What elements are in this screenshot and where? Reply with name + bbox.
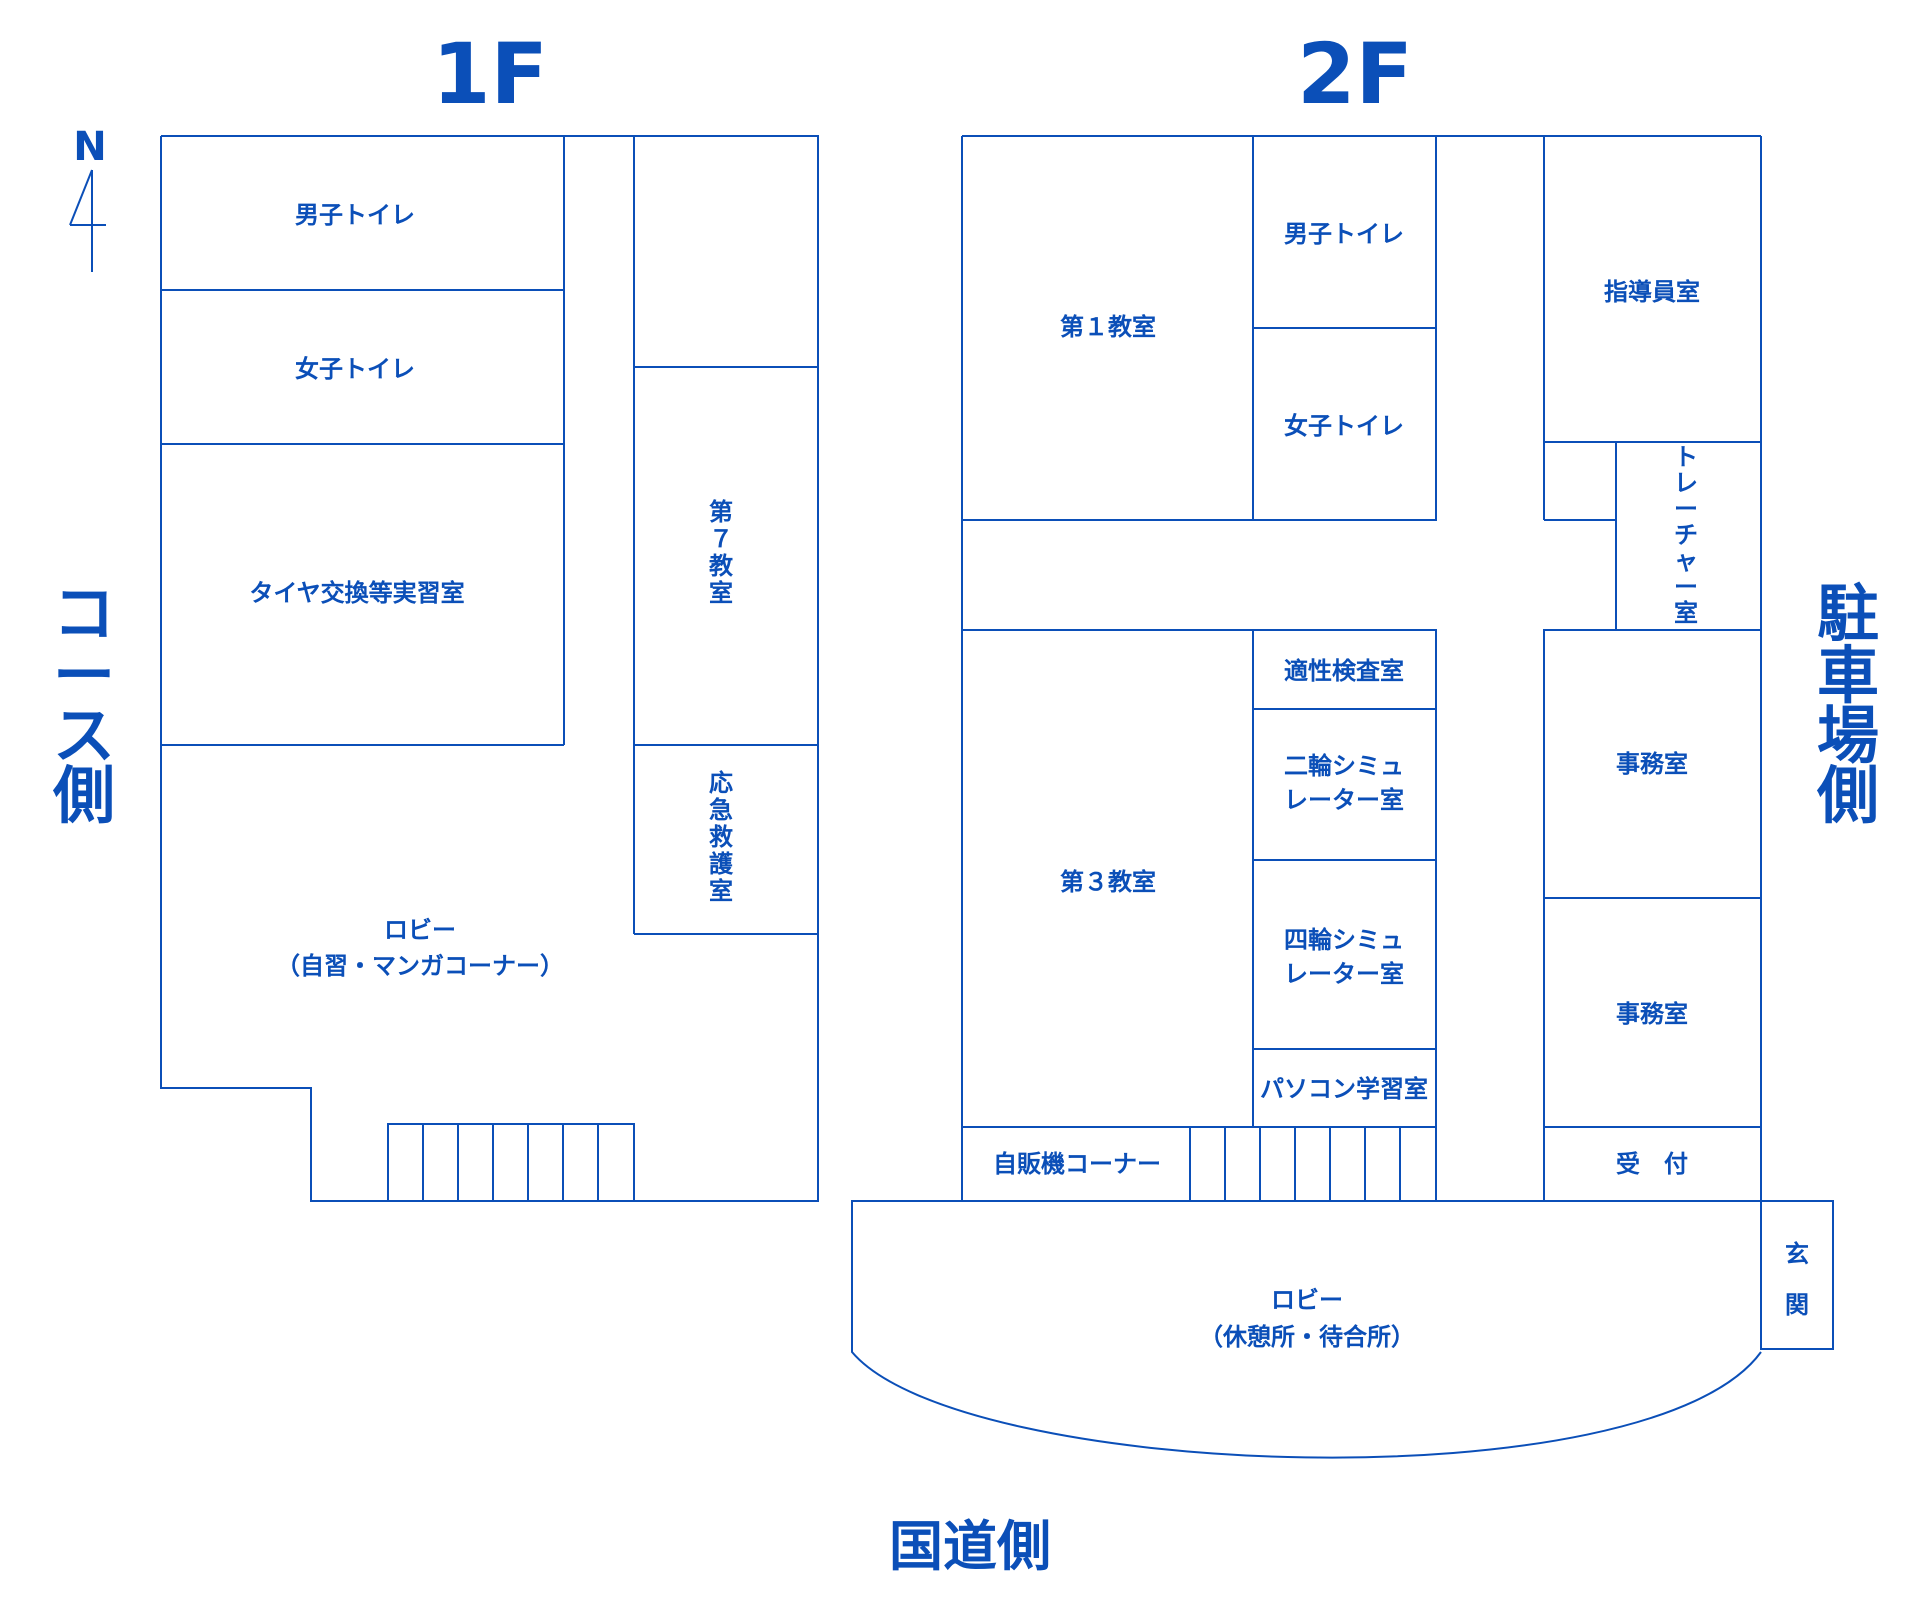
svg-text:側: 側 bbox=[52, 759, 115, 832]
room-1f-lobby: ロビー bbox=[384, 916, 456, 944]
north-label: N bbox=[73, 124, 106, 170]
svg-text:側: 側 bbox=[1816, 759, 1879, 832]
svg-text:護: 護 bbox=[709, 850, 734, 878]
course-side-source: コース側 bbox=[82, 878, 86, 881]
stairs-1f bbox=[387, 1123, 635, 1201]
room-2f-mens-toilet: 男子トイレ bbox=[1284, 220, 1404, 248]
room-2f-reception: 受 付 bbox=[1616, 1150, 1688, 1178]
room-1f-classroom-7-source: 第７教室 bbox=[721, 618, 725, 621]
svg-text:駐: 駐 bbox=[1817, 577, 1879, 650]
room-2f-classroom-1: 第１教室 bbox=[1060, 313, 1156, 341]
room-2f-entrance-source: 玄関 bbox=[1797, 1328, 1799, 1331]
svg-text:室: 室 bbox=[1674, 599, 1698, 627]
svg-text:ト: ト bbox=[1674, 443, 1698, 471]
svg-text:ー: ー bbox=[1674, 573, 1698, 601]
room-1f-first-aid: 応 急 救 護 室 bbox=[709, 769, 734, 905]
room-1f-classroom-7: 第 ７ 教 室 bbox=[709, 498, 734, 607]
room-2f-classroom-3: 第３教室 bbox=[1060, 868, 1156, 896]
room-2f-trailer: ト レ ー チ ャ ー 室 bbox=[1674, 443, 1698, 627]
room-2f-car-sim-line2: レーター室 bbox=[1284, 960, 1404, 988]
stairs-2f bbox=[1224, 1127, 1401, 1201]
svg-text:車: 車 bbox=[1817, 639, 1879, 712]
svg-text:コ: コ bbox=[53, 577, 115, 650]
room-2f-moto-sim-line2: レーター室 bbox=[1284, 786, 1404, 814]
room-2f-vending: 自販機コーナー bbox=[993, 1150, 1161, 1178]
svg-text:教: 教 bbox=[709, 552, 734, 580]
room-2f-pc-room: パソコン学習室 bbox=[1260, 1075, 1428, 1103]
svg-text:７: ７ bbox=[709, 525, 733, 553]
room-2f-office-2: 事務室 bbox=[1616, 1000, 1688, 1028]
course-side-label: コ ー ス 側 bbox=[52, 577, 115, 832]
svg-text:ス: ス bbox=[53, 699, 115, 772]
north-arrow: N bbox=[69, 124, 107, 272]
north-arrow-icon bbox=[69, 169, 106, 272]
floor-title-1f: 1F bbox=[432, 25, 548, 123]
room-2f-lobby: ロビー bbox=[1271, 1286, 1343, 1314]
svg-text:救: 救 bbox=[709, 823, 733, 851]
room-1f-lobby-note: （自習・マンガコーナー） bbox=[276, 952, 564, 980]
parking-side-label: 駐 車 場 側 bbox=[1816, 577, 1879, 832]
room-2f-moto-sim-line1: 二輪シミュ bbox=[1284, 752, 1404, 780]
svg-text:応: 応 bbox=[709, 769, 733, 797]
svg-text:チ: チ bbox=[1674, 521, 1698, 549]
room-1f-first-aid-source: 応急救護室 bbox=[720, 913, 726, 916]
svg-text:第: 第 bbox=[709, 498, 733, 526]
room-1f-womens-toilet: 女子トイレ bbox=[295, 355, 415, 383]
room-2f-lobby-note: （休憩所・待合所） bbox=[1199, 1323, 1415, 1351]
room-2f-aptitude: 適性検査室 bbox=[1284, 657, 1404, 685]
room-2f-womens-toilet: 女子トイレ bbox=[1284, 412, 1404, 440]
svg-text:玄: 玄 bbox=[1785, 1240, 1809, 1268]
floor-title-2f: 2F bbox=[1297, 25, 1413, 123]
room-2f-instructor: 指導員室 bbox=[1604, 278, 1700, 306]
svg-text:室: 室 bbox=[709, 877, 733, 905]
room-1f-tire-practice: タイヤ交換等実習室 bbox=[249, 579, 464, 607]
svg-text:急: 急 bbox=[709, 796, 733, 824]
floor-2-plan: 第１教室 男子トイレ 女子トイレ 指導員室 ト レ ー チ ャ ー 室 トレーラ… bbox=[851, 135, 1834, 1459]
svg-text:レ: レ bbox=[1674, 469, 1698, 497]
svg-text:場: 場 bbox=[1817, 699, 1879, 772]
svg-text:関: 関 bbox=[1785, 1291, 1809, 1319]
svg-text:ー: ー bbox=[53, 639, 115, 712]
highway-side-label: 国道側 bbox=[889, 1515, 1051, 1578]
floor-1-plan: 男子トイレ 女子トイレ タイヤ交換等実習室 第 ７ 教 室 第７教室 応 急 救… bbox=[160, 135, 819, 1202]
room-2f-car-sim-line1: 四輪シミュ bbox=[1284, 926, 1404, 954]
parking-side-source: 駐車場側 bbox=[1846, 878, 1850, 881]
room-2f-office-1: 事務室 bbox=[1616, 750, 1688, 778]
svg-text:ー: ー bbox=[1674, 495, 1698, 523]
room-1f-mens-toilet: 男子トイレ bbox=[295, 201, 415, 229]
room-2f-entrance: 玄 関 bbox=[1785, 1240, 1809, 1319]
svg-text:ャ: ャ bbox=[1674, 547, 1698, 575]
svg-text:室: 室 bbox=[709, 579, 733, 607]
